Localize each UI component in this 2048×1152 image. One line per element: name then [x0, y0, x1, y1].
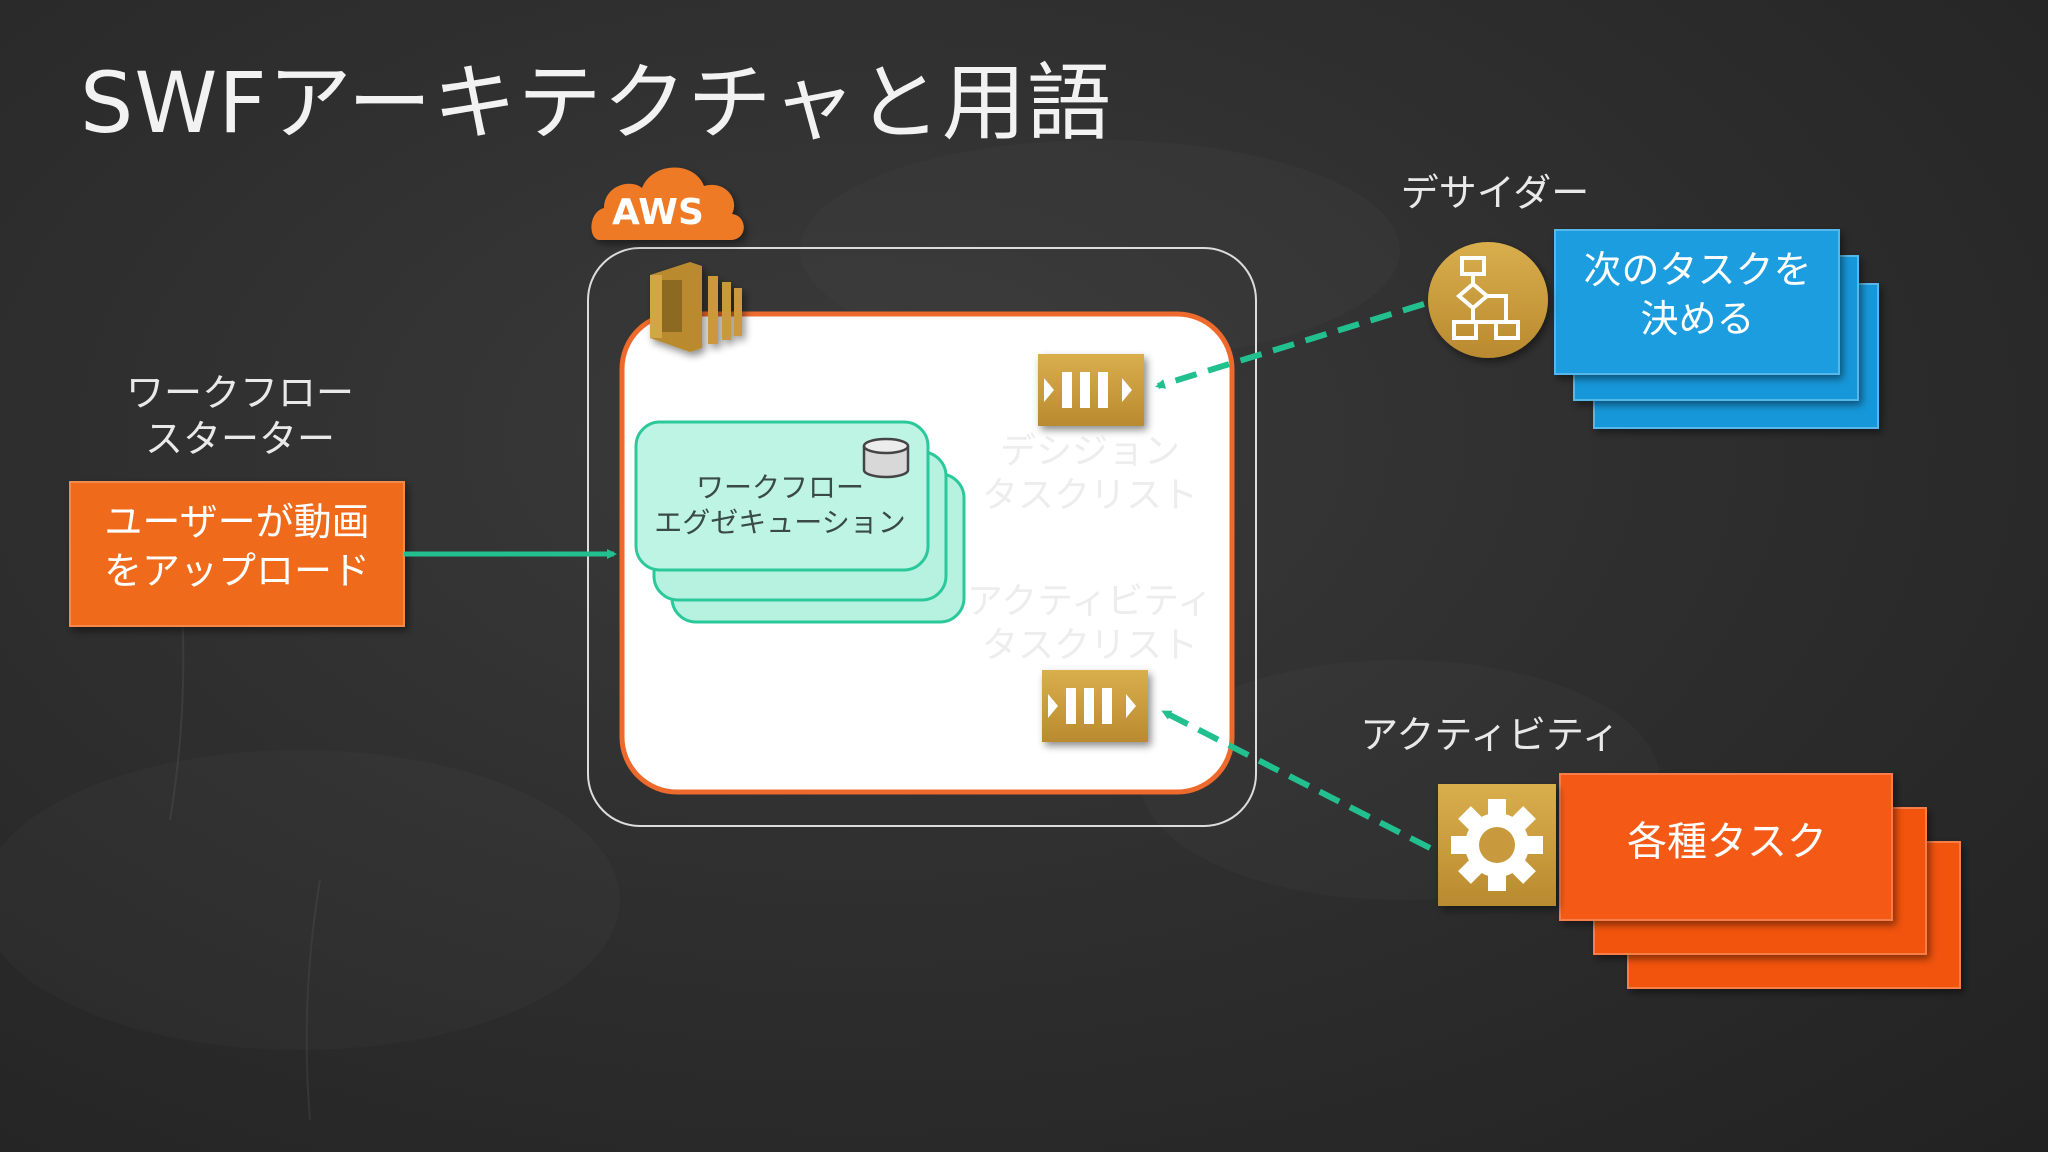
aws-logo-text: AWS — [612, 192, 704, 233]
activity-task-list-label: アクティビティタスクリスト — [967, 581, 1213, 666]
swf-service-icon — [650, 262, 742, 352]
gear-icon — [1438, 784, 1556, 906]
decide-next-task-text: 次のタスクを決める — [1583, 248, 1812, 342]
decision-task-list-label: デシジョンタスクリスト — [981, 431, 1198, 516]
aws-cloud-frame — [587, 247, 1257, 827]
slide-title: SWFアーキテクチャと用語 — [80, 54, 1112, 152]
activity-arrow — [1161, 709, 1432, 851]
decider-task-stack — [1554, 229, 1879, 429]
queue-icon — [1042, 670, 1148, 742]
activity-task-stack — [1559, 773, 1961, 989]
workflow-starter-label: ワークフロースターター — [100, 370, 380, 463]
aws-cloud-icon — [591, 167, 744, 240]
decider-arrow — [1155, 301, 1425, 389]
database-icon — [862, 437, 910, 479]
workflow-execution-text: ワークフローエグゼキューション — [654, 471, 906, 539]
upload-box-text: ユーザーが動画をアップロード — [103, 500, 370, 594]
activity-worker-label: アクティビティ — [1360, 713, 1620, 757]
upload-box — [69, 481, 405, 627]
flowchart-icon — [1428, 242, 1548, 358]
various-tasks-text: 各種タスク — [1627, 819, 1827, 865]
decider-label: デサイダー — [1400, 171, 1590, 215]
queue-icon — [1038, 354, 1144, 426]
workflow-execution-stack — [634, 420, 966, 624]
workflow-starter-text: ワークフロースターター — [125, 371, 354, 462]
